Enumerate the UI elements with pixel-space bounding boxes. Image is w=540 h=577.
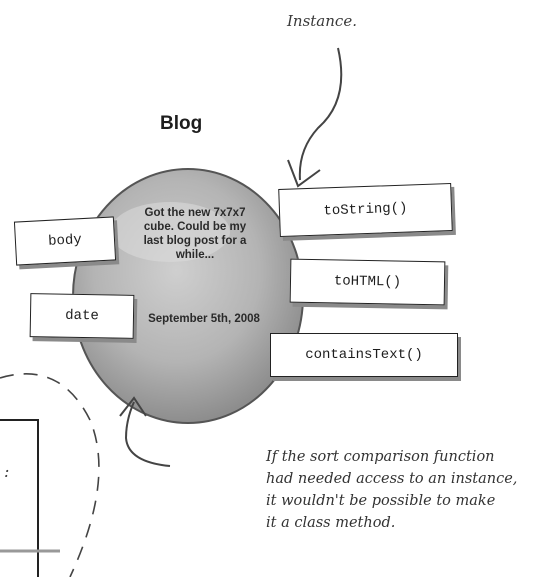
instance-label: Instance. [287,12,357,30]
instance-arrow [298,47,343,181]
partial-box-text: : [4,462,10,481]
property-card-body: body [13,216,117,266]
method-card-tohtml: toHTML() [289,258,446,306]
dashed-arc [0,373,100,577]
object-title: Blog [160,113,203,134]
class-method-note: If the sort comparison function had need… [266,449,518,531]
note-arrowhead [119,396,147,417]
property-card-date: date [29,293,135,339]
blob-highlight [110,202,230,262]
blog-body-text: Got the new 7x7x7 cube. Could be my last… [143,207,247,261]
blog-date-text: September 5th, 2008 [148,313,260,325]
note-arrow [124,401,171,467]
method-card-containstext: containsText() [270,333,458,377]
partial-box [0,419,39,577]
method-card-tostring: toString() [278,182,453,238]
instance-arrowhead [287,159,321,188]
